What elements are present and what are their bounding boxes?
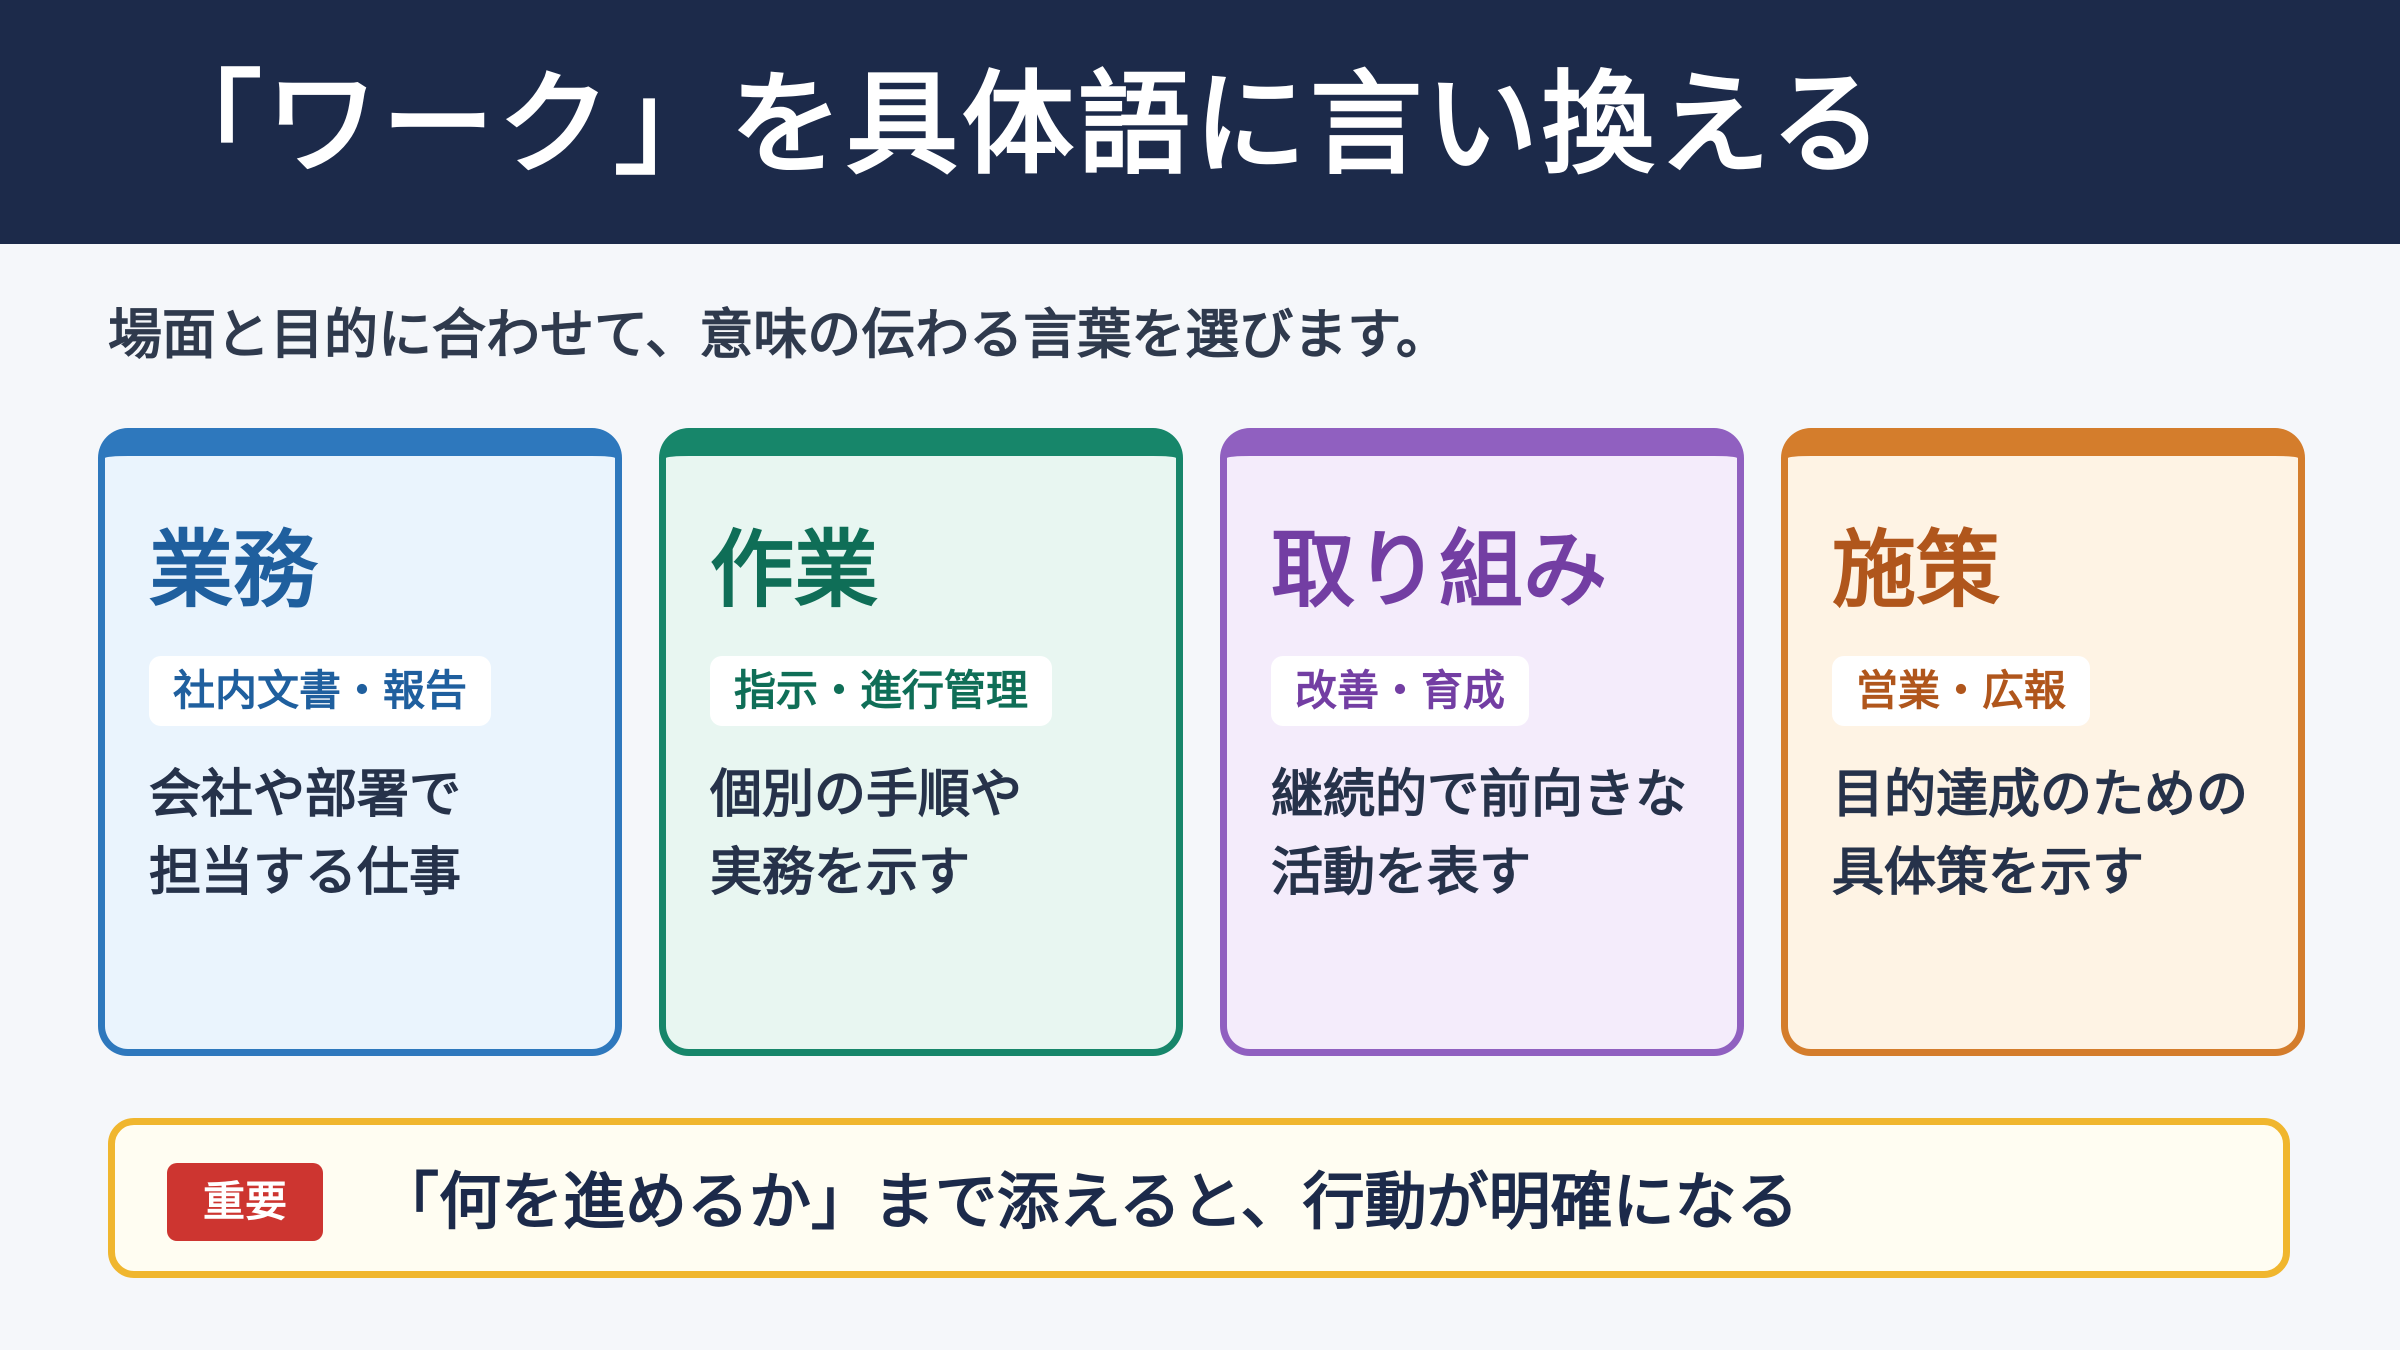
card-tag: 営業・広報 (1832, 656, 2091, 726)
card-description: 目的達成のための 具体策を示す (1832, 756, 2282, 912)
card-description: 個別の手順や 実務を示す (710, 756, 1160, 912)
card-description-line: 具体策を示す (1832, 843, 2145, 903)
important-note-text: 「何を進めるか」まで添えると、行動が明確になる (377, 1165, 1799, 1238)
card-title: 施策 (1832, 521, 2001, 619)
card-title: 取り組み (1271, 521, 1608, 619)
card-description-line: 実務を示す (710, 843, 971, 903)
important-badge: 重要 (167, 1163, 323, 1241)
card-description-line: 担当する仕事 (149, 843, 462, 903)
card-shisaku: 施策 営業・広報 目的達成のための 具体策を示す (1781, 428, 2305, 1056)
card-tag: 改善・育成 (1271, 656, 1530, 726)
card-torikumi: 取り組み 改善・育成 継続的で前向きな 活動を表す (1220, 428, 1744, 1056)
important-note: 重要 「何を進めるか」まで添えると、行動が明確になる (108, 1118, 2290, 1278)
card-sagyo: 作業 指示・進行管理 個別の手順や 実務を示す (659, 428, 1183, 1056)
card-description: 会社や部署で 担当する仕事 (149, 756, 599, 912)
header-bar: 「ワーク」を具体語に言い換える (0, 0, 2400, 244)
card-tag: 指示・進行管理 (710, 656, 1053, 726)
card-description-line: 活動を表す (1271, 843, 1532, 903)
card-description-line: 目的達成のための (1832, 765, 2249, 825)
card-tag: 社内文書・報告 (149, 656, 492, 726)
card-title: 作業 (710, 521, 879, 619)
card-description-line: 会社や部署で (149, 765, 462, 825)
card-gyomu: 業務 社内文書・報告 会社や部署で 担当する仕事 (98, 428, 622, 1056)
card-description-line: 継続的で前向きな (1271, 765, 1688, 825)
page-title: 「ワーク」を具体語に言い換える (150, 60, 1887, 190)
card-title: 業務 (149, 521, 318, 619)
card-description-line: 個別の手順や (710, 765, 1023, 825)
page-subtitle: 場面と目的に合わせて、意味の伝わる言葉を選びます。 (108, 303, 1450, 366)
card-description: 継続的で前向きな 活動を表す (1271, 756, 1721, 912)
